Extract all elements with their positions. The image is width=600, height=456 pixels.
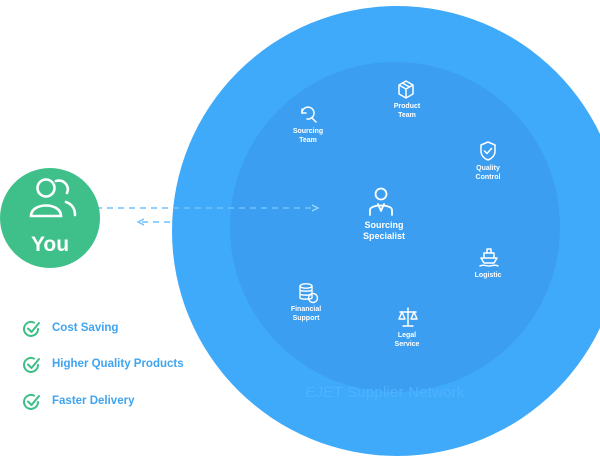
arrow-head-right: [311, 204, 320, 212]
node-label-sourcing-team: Sourcing Team: [278, 127, 338, 145]
box-icon: [398, 80, 414, 99]
node-label-line1: Sourcing: [292, 128, 324, 135]
specialist-label-line1: Sourcing: [364, 220, 404, 230]
node-label-line1: Quality: [476, 165, 500, 172]
node-label-line1: Legal: [397, 332, 417, 339]
node-label-line1: Financial: [290, 306, 322, 313]
arrow-head-left: [136, 218, 145, 226]
node-label-quality-control: Quality Control: [458, 164, 518, 182]
node-label-line1: Product: [393, 103, 421, 110]
node-label-logistic: Logistic: [458, 271, 518, 280]
check-circle-icon: [23, 356, 40, 373]
benefit-label: Cost Saving: [52, 322, 119, 334]
check-circle-icon: [23, 320, 40, 337]
node-label-legal-service: Legal Service: [377, 331, 437, 349]
ship-icon: [479, 248, 499, 267]
node-label-line2: Support: [292, 315, 320, 322]
node-label-product-team: Product Team: [377, 102, 437, 120]
node-label-financial-support: Financial Support: [276, 305, 336, 323]
supplier-network-diagram: You Sourcing Specialist Sourcing Team: [0, 6, 600, 456]
network-inner-circle: [230, 62, 560, 392]
coins-icon: [299, 283, 319, 304]
network-label: EJET Supplier Network: [305, 384, 465, 401]
shield-check-icon: [480, 141, 496, 161]
connector-arrows: [96, 204, 320, 226]
specialist-icon: [369, 187, 393, 216]
magnifier-refresh-icon: [301, 106, 317, 123]
node-label-line2: Control: [475, 174, 501, 181]
node-label-line1: Logistic: [474, 272, 502, 279]
benefit-item: Faster Delivery: [22, 391, 222, 415]
node-label-line2: Service: [394, 341, 420, 348]
benefit-item: Higher Quality Products: [22, 354, 222, 378]
specialist-label-line2: Specialist: [362, 231, 406, 241]
benefit-label: Faster Delivery: [52, 395, 135, 407]
benefit-item: Cost Saving: [22, 318, 222, 342]
users-icon: [29, 178, 77, 218]
benefit-label: Higher Quality Products: [52, 358, 184, 370]
node-label-line2: Team: [299, 137, 317, 144]
scales-icon: [398, 307, 418, 327]
check-circle-icon: [23, 393, 40, 410]
you-circle: [0, 168, 100, 268]
node-label-line2: Team: [398, 112, 416, 119]
specialist-label: Sourcing Specialist: [344, 220, 424, 242]
you-label: You: [30, 233, 70, 256]
